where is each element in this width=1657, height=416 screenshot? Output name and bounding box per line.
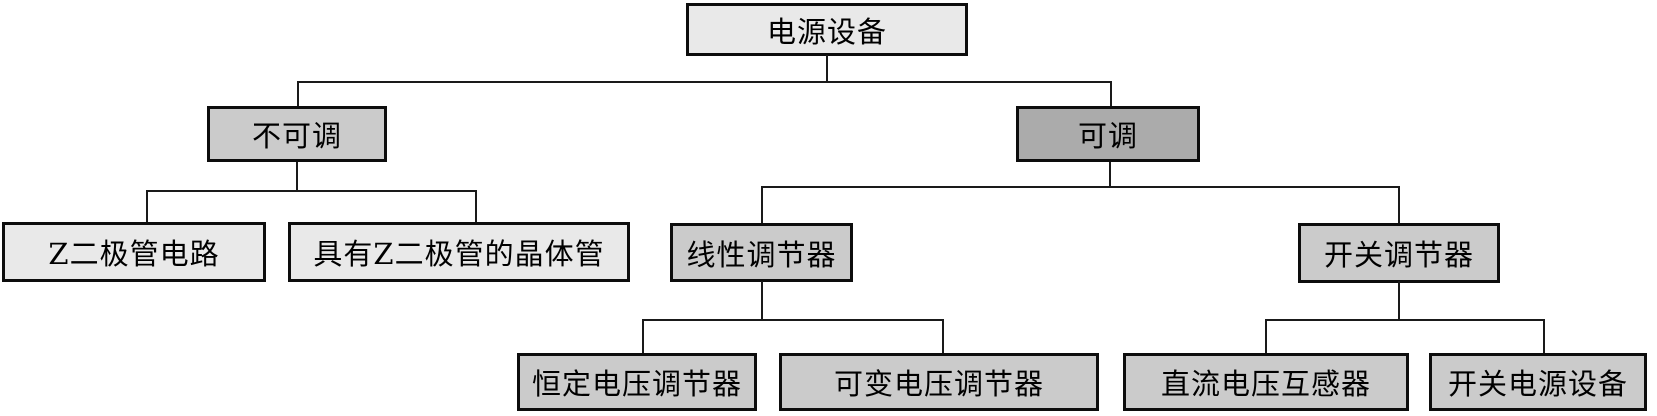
connector-line <box>146 190 148 222</box>
connector-line <box>1543 319 1545 353</box>
node-non-adjustable: 不可调 <box>207 106 387 162</box>
connector-line <box>761 186 763 223</box>
node-switching-regulator: 开关调节器 <box>1298 223 1500 283</box>
connector-line <box>1265 319 1267 353</box>
node-variable-voltage-regulator: 可变电压调节器 <box>779 353 1099 411</box>
connector-line <box>475 190 477 222</box>
connector-line <box>146 190 477 192</box>
node-dc-voltage-transformer: 直流电压互感器 <box>1123 353 1409 411</box>
node-z-diode-circuit: Z二极管电路 <box>2 222 266 282</box>
connector-line <box>942 319 944 353</box>
connector-line <box>297 81 1112 83</box>
node-transistor-with-z-diode: 具有Z二极管的晶体管 <box>288 222 630 282</box>
connector-line <box>1109 162 1111 188</box>
connector-line <box>1398 186 1400 223</box>
connector-line <box>642 319 644 353</box>
node-adjustable: 可调 <box>1016 106 1200 162</box>
node-linear-regulator: 线性调节器 <box>670 223 853 282</box>
connector-line <box>1265 319 1545 321</box>
connector-line <box>761 281 763 321</box>
node-power-supply-equipment: 电源设备 <box>686 3 968 56</box>
node-switching-power-supply: 开关电源设备 <box>1429 353 1647 411</box>
node-constant-voltage-regulator: 恒定电压调节器 <box>517 353 757 411</box>
connector-line <box>1110 81 1112 106</box>
connector-line <box>1398 281 1400 321</box>
connector-line <box>826 55 828 83</box>
connector-line <box>297 81 299 106</box>
connector-line <box>296 162 298 192</box>
connector-line <box>761 186 1400 188</box>
connector-line <box>642 319 944 321</box>
